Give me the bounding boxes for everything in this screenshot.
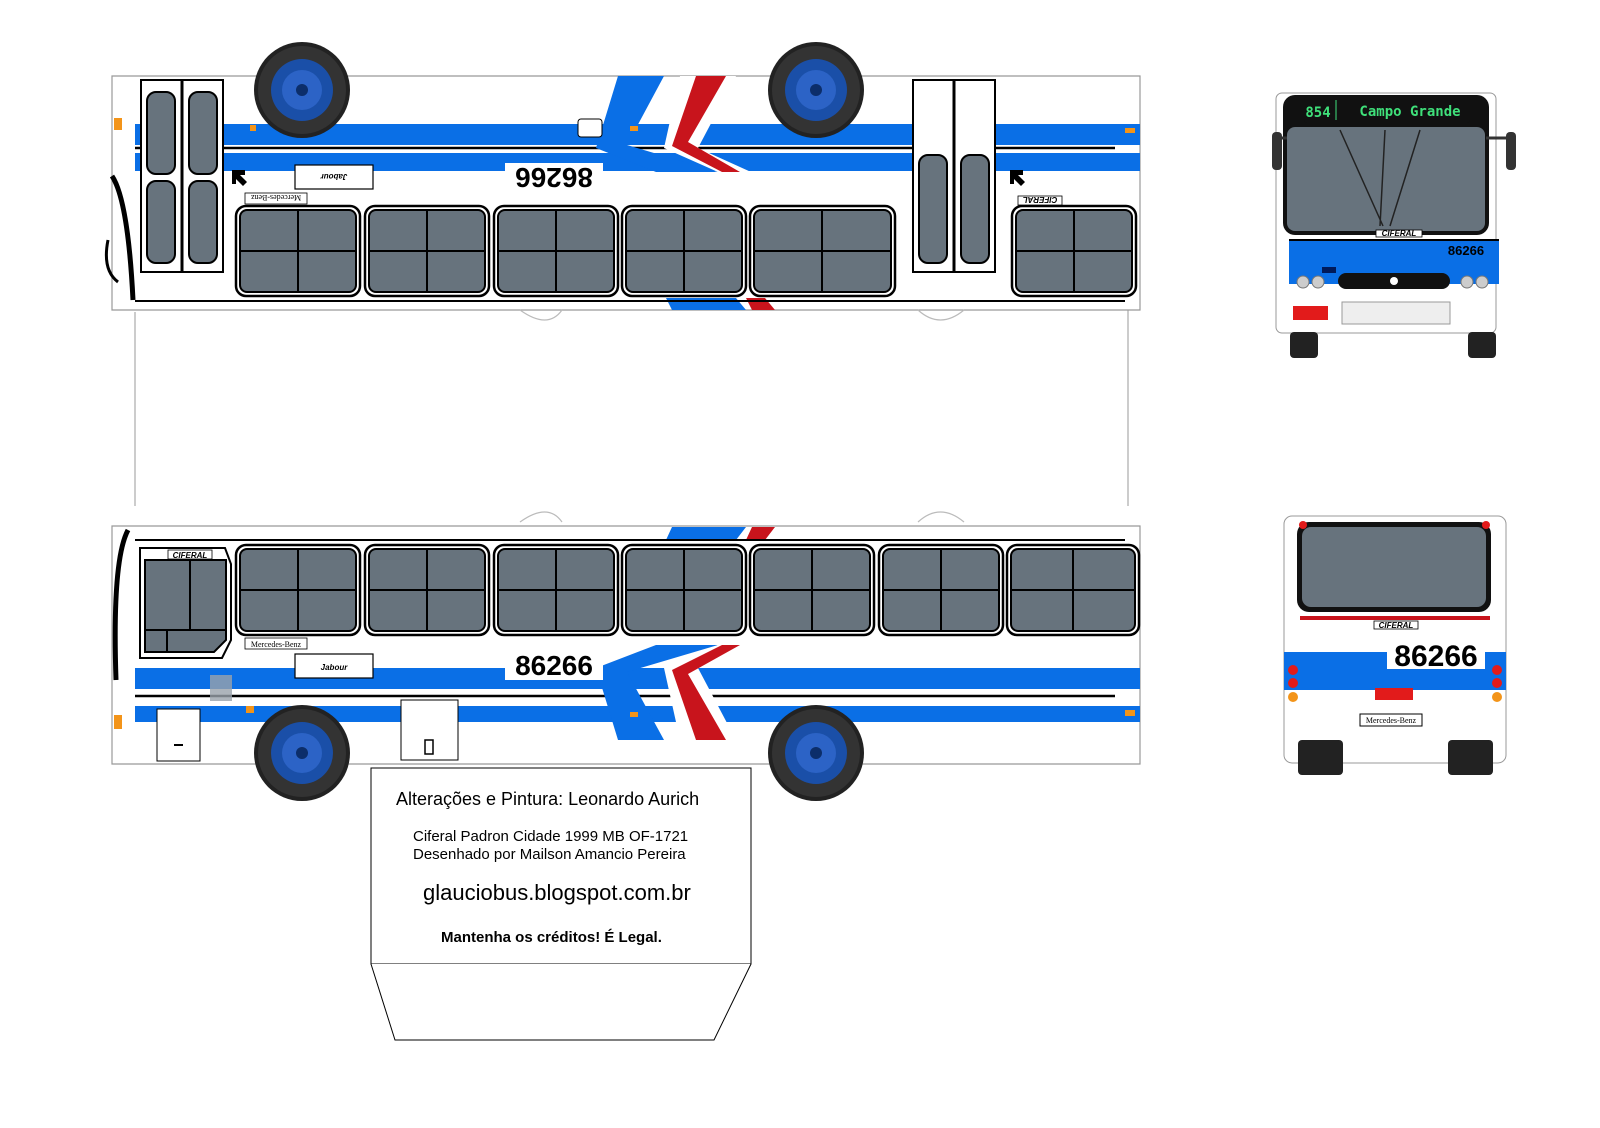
front-door xyxy=(140,79,224,273)
credit-designer: Desenhado por Mailson Amancio Pereira xyxy=(413,846,686,863)
side-window xyxy=(363,543,491,637)
wheel xyxy=(254,705,350,801)
chassis-logo-mirrored: Mercedes-Benz xyxy=(250,193,301,202)
side-window xyxy=(1010,204,1138,298)
body-brand-mirrored: CIFERAL xyxy=(1023,195,1058,204)
fleet-number-rear: 86266 xyxy=(1394,640,1477,673)
body-brand: CIFERAL xyxy=(173,551,208,560)
bus-side-view-left: CIFERAL Mercedes-Benz Jabour 86266 xyxy=(111,525,1141,801)
floor-tab-panel xyxy=(370,767,752,1041)
body-brand-rear: CIFERAL xyxy=(1379,621,1414,630)
chassis-logo-rear: Mercedes-Benz xyxy=(1366,716,1417,725)
destination-sign: Campo Grande xyxy=(1359,104,1460,120)
side-window xyxy=(492,204,620,298)
wheel xyxy=(768,42,864,138)
credit-note: Mantenha os créditos! É Legal. xyxy=(441,929,662,946)
fleet-number-mirrored: 86266 xyxy=(515,162,593,193)
bus-side-view-right: Jabour Mercedes-Benz CIFERAL 86266 xyxy=(104,42,1141,523)
body-brand-front: CIFERAL xyxy=(1382,229,1417,238)
wheel xyxy=(768,705,864,801)
side-window xyxy=(492,543,620,637)
operator-logo-mirrored: Jabour xyxy=(320,172,348,181)
bus-rear-view: CIFERAL 86266 Mercedes-Benz xyxy=(1283,515,1507,775)
credit-model: Ciferal Padron Cidade 1999 MB OF-1721 xyxy=(413,828,689,845)
side-window xyxy=(620,543,748,637)
credit-author: Alterações e Pintura: Leonardo Aurich xyxy=(396,789,700,809)
fleet-number: 86266 xyxy=(515,650,593,681)
side-window xyxy=(234,204,362,298)
side-window xyxy=(748,543,876,637)
rear-door xyxy=(912,79,996,273)
operator-logo: Jabour xyxy=(321,663,349,672)
credit-website: glauciobus.blogspot.com.br xyxy=(423,880,691,905)
side-window xyxy=(877,543,1005,637)
side-window xyxy=(620,204,748,298)
wheel xyxy=(254,42,350,138)
chassis-logo: Mercedes-Benz xyxy=(251,640,302,649)
side-window xyxy=(363,204,491,298)
route-number-sign: 854 xyxy=(1305,105,1330,121)
side-window xyxy=(234,543,362,637)
fleet-number-front: 86266 xyxy=(1448,243,1484,258)
bus-front-view: 854 Campo Grande CIFERAL 86266 xyxy=(1272,92,1516,358)
